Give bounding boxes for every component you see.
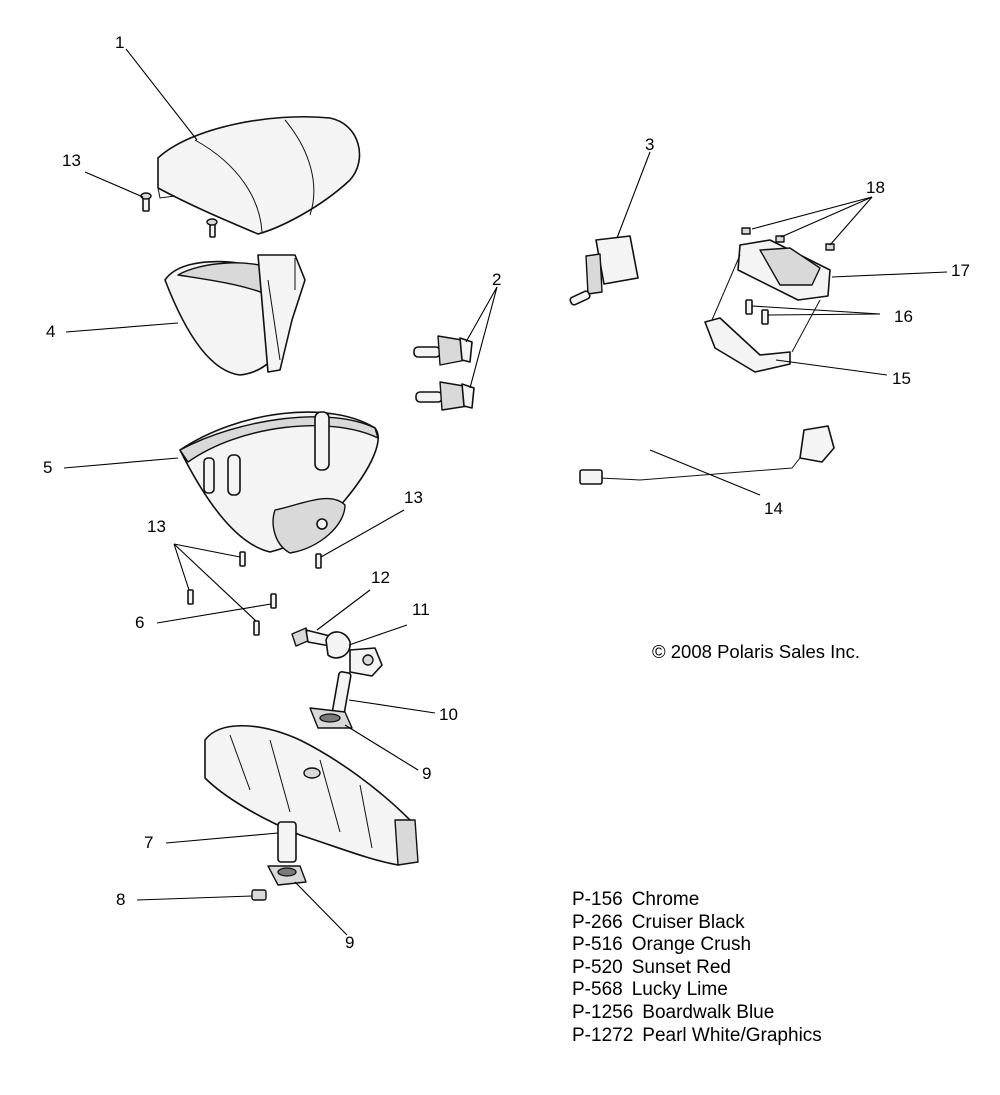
callout-10: 10 <box>439 705 458 724</box>
instrument-bracket-part <box>704 254 821 373</box>
color-option: P-1256 Boardwalk Blue <box>572 1002 822 1025</box>
color-name: Sunset Red <box>631 956 731 978</box>
callout-13-left: 13 <box>147 517 166 536</box>
clip-part <box>745 299 769 325</box>
screw-part <box>187 551 322 636</box>
wire-harness-part <box>579 425 835 485</box>
color-code: P-1272 <box>572 1024 634 1046</box>
color-code: P-516 <box>572 934 623 956</box>
callout-9-lower: 9 <box>345 933 354 952</box>
color-option: P-520 Sunset Red <box>572 957 822 980</box>
callout-7: 7 <box>144 833 153 852</box>
callout-3: 3 <box>645 135 654 154</box>
color-code: P-266 <box>572 911 623 933</box>
gauge-part <box>737 227 835 301</box>
callout-18: 18 <box>866 178 885 197</box>
callout-15: 15 <box>892 369 911 388</box>
bulb-socket-part <box>569 235 639 306</box>
callout-6: 6 <box>135 613 144 632</box>
headlight-cover-part <box>157 115 361 235</box>
callout-labels: 1 2 3 4 5 6 7 8 9 9 10 11 12 13 13 13 14… <box>43 33 970 952</box>
color-option: P-568 Lucky Lime <box>572 979 822 1002</box>
nut-part <box>251 889 267 901</box>
leader-lines <box>63 48 948 936</box>
callout-11: 11 <box>412 600 430 619</box>
callout-14: 14 <box>764 499 783 518</box>
color-code: P-568 <box>572 979 623 1001</box>
washer-part <box>309 707 353 729</box>
color-name: Chrome <box>631 889 700 910</box>
color-name: Lucky Lime <box>631 979 728 1001</box>
callout-13-right: 13 <box>404 488 423 507</box>
color-name: Cruiser Black <box>631 911 745 933</box>
washer-part <box>267 865 307 886</box>
callout-8: 8 <box>116 890 125 909</box>
color-code: P-520 <box>572 956 623 978</box>
color-code: P-1256 <box>572 1001 634 1023</box>
color-option: P-156 Chrome <box>572 889 822 912</box>
color-name: Pearl White/Graphics <box>642 1024 822 1046</box>
callout-2: 2 <box>492 270 501 289</box>
callout-17: 17 <box>951 261 970 280</box>
color-option: P-1272 Pearl White/Graphics <box>572 1025 822 1048</box>
headlight-housing-part <box>179 411 379 554</box>
copyright-notice: © 2008 Polaris Sales Inc. <box>652 641 860 662</box>
callout-12: 12 <box>371 568 390 587</box>
color-options-list: P-156 Chrome P-266 Cruiser Black P-516 Oran… <box>572 889 822 1047</box>
color-option: P-266 Cruiser Black <box>572 912 822 935</box>
callout-4: 4 <box>46 322 55 341</box>
color-name: Boardwalk Blue <box>642 1001 775 1023</box>
callout-13-top: 13 <box>62 151 81 170</box>
headlight-lens-part <box>164 254 306 376</box>
callout-5: 5 <box>43 458 52 477</box>
color-option: P-516 Orange Crush <box>572 934 822 957</box>
bolt-part <box>291 627 351 659</box>
headlight-bulb-part <box>413 335 475 411</box>
callout-9-upper: 9 <box>422 764 431 783</box>
spacer-part <box>277 821 297 863</box>
callout-16: 16 <box>894 307 913 326</box>
screw-part <box>140 192 218 238</box>
handlebar-riser-part <box>204 725 419 866</box>
color-code: P-156 <box>572 889 623 910</box>
callout-1: 1 <box>115 33 124 52</box>
color-name: Orange Crush <box>631 934 752 956</box>
